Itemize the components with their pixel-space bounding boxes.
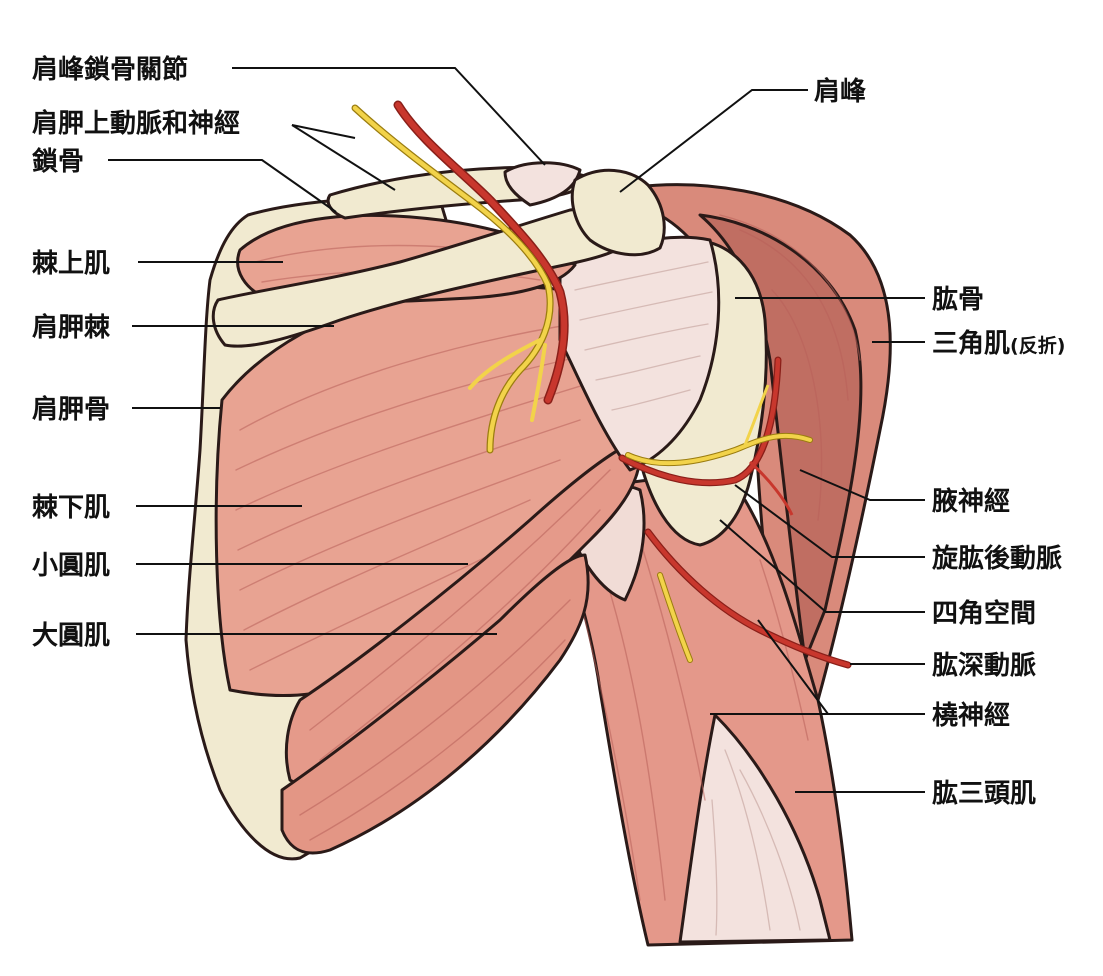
leader-lines-right [619, 89, 925, 793]
label-acromion: 肩峰 [814, 76, 866, 107]
label-profunda-brachii: 肱深動脈 [932, 651, 1036, 681]
ac-joint-ligament [503, 161, 582, 207]
label-quadrangular-space: 四角空間 [932, 598, 1036, 629]
label-deltoid-main: 三角肌 [932, 328, 1010, 359]
label-teres-minor: 小圓肌 [32, 551, 110, 581]
label-clavicle: 鎖骨 [32, 146, 84, 177]
label-scapular-spine: 肩胛棘 [32, 312, 111, 343]
label-ac-joint: 肩峰鎖骨關節 [32, 54, 188, 85]
label-axillary-nerve: 腋神經 [932, 486, 1010, 517]
leader-lines-left [108, 67, 546, 635]
label-supraspinatus: 棘上肌 [32, 249, 110, 279]
label-deltoid-note: (反折) [1010, 335, 1065, 357]
triceps-tendon [678, 713, 832, 944]
label-post-circumflex: 旋肱後動脈 [932, 543, 1062, 574]
label-teres-major: 大圓肌 [32, 621, 110, 651]
label-humerus: 肱骨 [932, 285, 984, 315]
label-deltoid: 三角肌(反折) [932, 328, 1065, 359]
acromion-bone [570, 168, 666, 257]
teres-major-muscle [280, 553, 590, 855]
label-suprascapular: 肩胛上動脈和神經 [32, 108, 240, 139]
label-radial-nerve: 橈神經 [932, 700, 1010, 731]
label-scapula: 肩胛骨 [32, 394, 110, 425]
label-triceps: 肱三頭肌 [932, 779, 1036, 809]
label-infraspinatus: 棘下肌 [32, 493, 110, 523]
